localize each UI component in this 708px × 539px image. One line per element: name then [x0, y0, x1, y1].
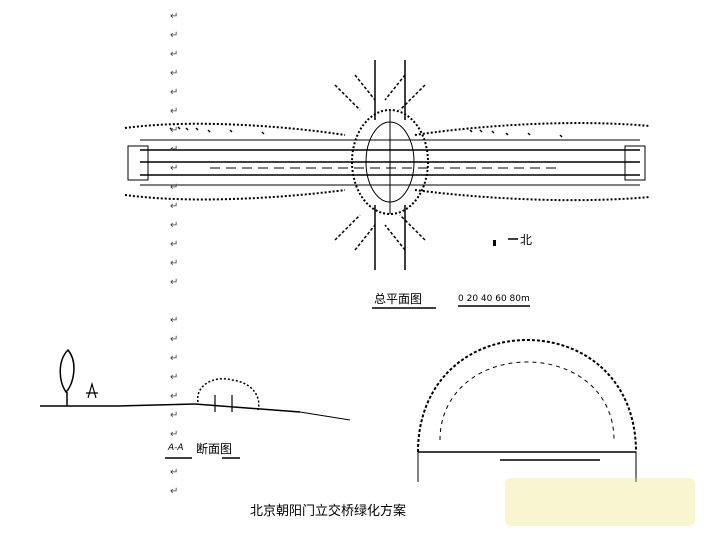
- planting-detail: [417, 338, 637, 482]
- document-caption: 北京朝阳门立交桥绿化方案: [250, 504, 407, 519]
- paragraph-mark: ↵: [170, 353, 179, 364]
- section-title: 断面图: [196, 442, 233, 456]
- paragraph-mark: ↵: [170, 277, 179, 288]
- paragraph-mark: ↵: [170, 429, 179, 440]
- paragraph-mark: ↵: [170, 144, 179, 155]
- paragraph-mark: ↵: [170, 106, 179, 117]
- paragraph-mark: ↵: [170, 182, 179, 193]
- interchange-plan: [124, 60, 651, 270]
- scale-label: 0 20 40 60 80m: [458, 294, 530, 304]
- section-drawing: [40, 348, 351, 459]
- watermark-logo: [505, 478, 695, 526]
- paragraph-mark: ↵: [170, 239, 179, 250]
- paragraph-mark: ↵: [170, 372, 179, 383]
- paragraph-mark: ↵: [170, 68, 179, 79]
- paragraph-mark: ↵: [170, 201, 179, 212]
- paragraph-mark: ↵: [170, 163, 179, 174]
- paragraph-mark: ↵: [170, 467, 179, 478]
- paragraph-mark: ↵: [170, 391, 179, 402]
- paragraph-mark: ↵: [170, 125, 179, 136]
- section-prefix: A-A: [168, 443, 184, 453]
- paragraph-mark: ↵: [170, 87, 179, 98]
- paragraph-mark: ↵: [170, 315, 179, 326]
- north-label: 北: [520, 233, 533, 247]
- paragraph-mark: ↵: [170, 258, 179, 269]
- scale-bar: [372, 305, 530, 309]
- paragraph-mark: ↵: [170, 410, 179, 421]
- paragraph-mark: ↵: [170, 220, 179, 231]
- paragraph-mark: ↵: [170, 30, 179, 41]
- paragraph-mark: ↵: [170, 11, 179, 22]
- paragraph-mark: ↵: [170, 486, 179, 497]
- plan-title: 总平面图: [374, 292, 423, 306]
- paragraph-mark: ↵: [170, 334, 179, 345]
- paragraph-mark: ↵: [170, 49, 179, 60]
